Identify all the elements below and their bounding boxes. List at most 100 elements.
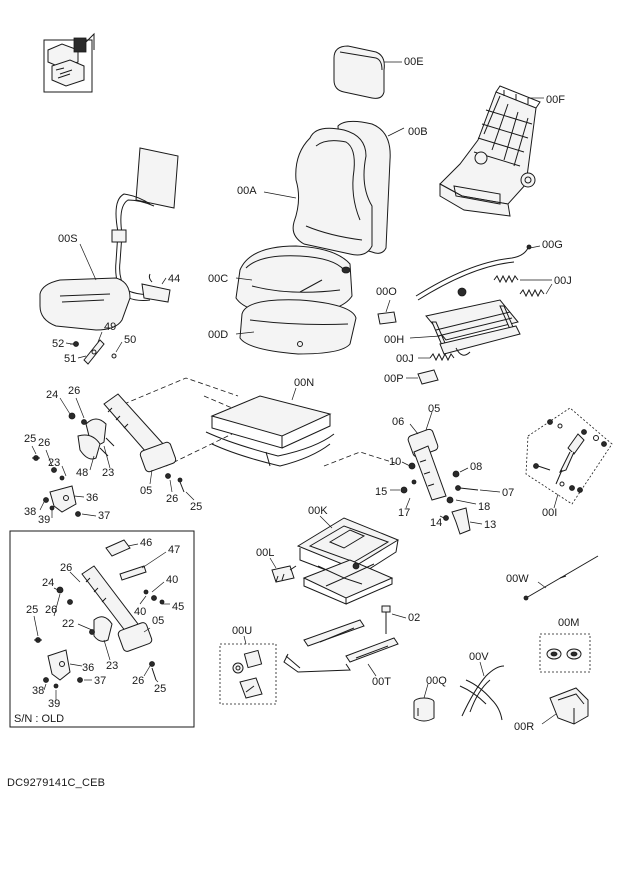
label-44: 44 (168, 273, 180, 285)
label-00O: 00O (376, 286, 397, 298)
label-00E: 00E (404, 56, 424, 68)
label-26-f: 26 (132, 675, 144, 687)
handle-part (377, 311, 397, 325)
label-45: 45 (172, 601, 184, 613)
trim-cover-part (549, 687, 589, 725)
label-46: 46 (140, 537, 152, 549)
headrest-part (333, 45, 385, 99)
label-26-d: 26 (60, 562, 72, 574)
label-23-c: 23 (106, 660, 118, 672)
label-24-a: 24 (46, 389, 58, 401)
label-05-a: 05 (140, 485, 152, 497)
label-00R: 00R (514, 721, 534, 733)
label-00D: 00D (208, 329, 228, 341)
drawing-code: DC9279141C_CEB (7, 777, 106, 789)
label-00C: 00C (208, 273, 228, 285)
seatbelt-right-assembly (400, 428, 479, 535)
suspension-part (205, 395, 335, 467)
cap-set-part (539, 633, 591, 673)
label-18: 18 (478, 501, 490, 513)
label-00F: 00F (546, 94, 565, 106)
machine-orientation-icon (43, 32, 95, 93)
label-49: 49 (104, 321, 116, 333)
lumbar-support-part (39, 147, 179, 331)
label-00J-mid: 00J (396, 353, 414, 365)
label-10: 10 (389, 456, 401, 468)
label-05-b: 05 (428, 403, 440, 415)
label-00B: 00B (408, 126, 428, 138)
seatbelt-old-assembly (34, 539, 165, 689)
rail-set-part (283, 605, 399, 673)
label-25-d: 25 (154, 683, 166, 695)
label-17: 17 (398, 507, 410, 519)
label-07: 07 (502, 487, 514, 499)
label-00P: 00P (384, 373, 404, 385)
label-39-b: 39 (48, 698, 60, 710)
label-22: 22 (62, 618, 74, 630)
label-36-b: 36 (82, 662, 94, 674)
label-02: 02 (408, 612, 420, 624)
wire-part (523, 555, 599, 601)
knob-part (417, 369, 439, 385)
label-38-a: 38 (24, 506, 36, 518)
label-00G: 00G (542, 239, 563, 251)
label-00H: 00H (384, 334, 404, 346)
label-37-a: 37 (98, 510, 110, 522)
label-00W: 00W (506, 573, 529, 585)
label-25-b: 25 (190, 501, 202, 513)
base-assembly-part (296, 517, 400, 605)
label-48: 48 (76, 467, 88, 479)
slide-rail-assembly (425, 287, 521, 356)
label-08: 08 (470, 461, 482, 473)
bracket-part (271, 565, 297, 583)
spring-part-lower (429, 352, 455, 362)
label-05-c: 05 (152, 615, 164, 627)
fitting-kit-part (219, 643, 277, 705)
label-00J-top: 00J (554, 275, 572, 287)
cable-part (415, 244, 532, 301)
label-37-b: 37 (94, 675, 106, 687)
label-39-a: 39 (38, 514, 50, 526)
label-50: 50 (124, 334, 136, 346)
cushion-base-part (239, 299, 357, 355)
label-00V: 00V (469, 651, 489, 663)
cup-part (413, 697, 435, 722)
seatbelt-left-assembly (32, 393, 185, 517)
spring-part (493, 274, 545, 298)
label-47: 47 (168, 544, 180, 556)
label-13: 13 (484, 519, 496, 531)
label-00U: 00U (232, 625, 252, 637)
label-06: 06 (392, 416, 404, 428)
label-00S: 00S (58, 233, 78, 245)
inset-caption: S/N : OLD (14, 713, 64, 725)
label-25-a: 25 (24, 433, 36, 445)
label-14: 14 (430, 517, 442, 529)
label-26-b: 26 (38, 437, 50, 449)
label-23-b: 23 (102, 467, 114, 479)
label-00A: 00A (237, 185, 257, 197)
label-26-a: 26 (68, 385, 80, 397)
label-25-c: 25 (26, 604, 38, 616)
old-serial-inset-frame (9, 530, 195, 728)
label-00N: 00N (294, 377, 314, 389)
label-40-b: 40 (134, 606, 146, 618)
label-24-b: 24 (42, 577, 54, 589)
label-00I: 00I (542, 507, 557, 519)
label-51: 51 (64, 353, 76, 365)
label-40-a: 40 (166, 574, 178, 586)
label-00M: 00M (558, 617, 579, 629)
label-26-c: 26 (166, 493, 178, 505)
label-23-a: 23 (48, 457, 60, 469)
backrest-part (292, 120, 391, 256)
label-52: 52 (52, 338, 64, 350)
label-26-e: 26 (45, 604, 57, 616)
lever-bracket-part (70, 339, 117, 365)
label-38-b: 38 (32, 685, 44, 697)
label-00T: 00T (372, 676, 391, 688)
shock-absorber-part (525, 407, 613, 505)
label-36-a: 36 (86, 492, 98, 504)
label-15: 15 (375, 486, 387, 498)
label-00K: 00K (308, 505, 328, 517)
